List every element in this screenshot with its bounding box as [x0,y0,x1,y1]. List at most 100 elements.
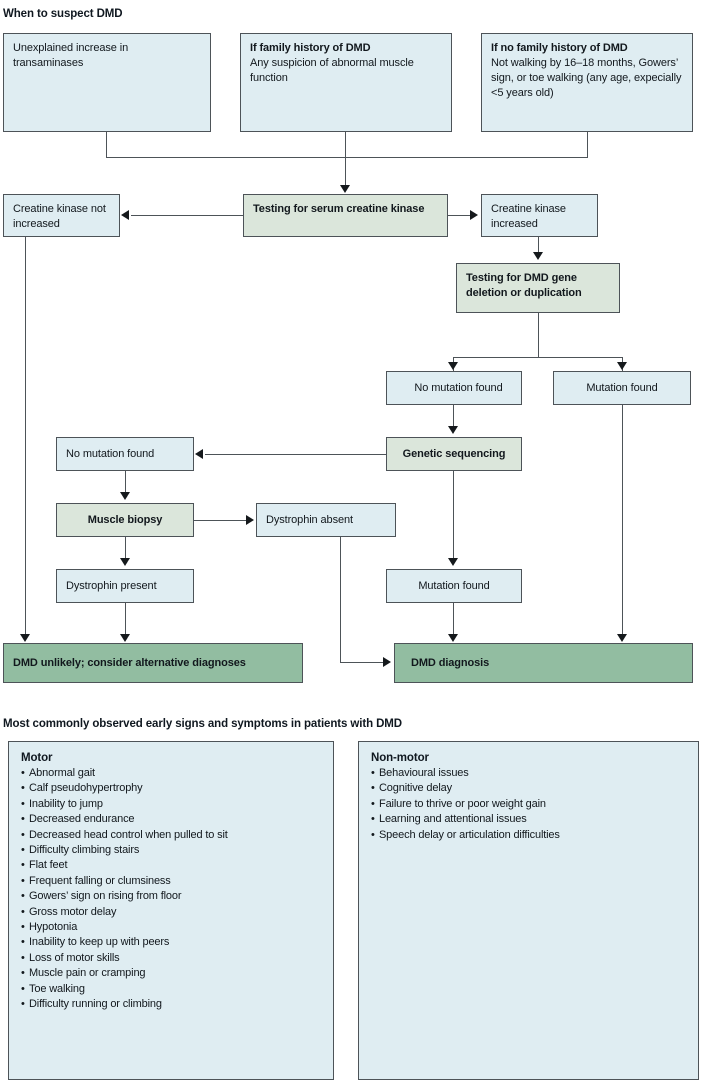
node-creatine-kinase-increased: Creatine kinase increased [481,194,598,237]
connector-biopsy-to-dystrophin-present [125,537,127,560]
connector-trigger1-stem [345,132,347,158]
arrow-into-gene-testing [533,252,543,260]
panel-heading-non-motor: Non-motor [371,752,429,764]
motor-symptom-list: Abnormal gaitCalf pseudohypertrophyInabi… [21,766,321,1013]
arrow-into-dmd-unlikely-center [120,634,130,642]
connector-not-increased-to-dmd-unlikely [25,237,27,637]
node-label: Creatine kinase not increased [13,203,106,230]
connector-ck-to-not-increased [131,215,243,217]
arrow-into-ck-increased [470,210,478,220]
node-dystrophin-present: Dystrophin present [56,569,194,603]
node-mutation-found-2: Mutation found [386,569,522,603]
node-label: Dystrophin absent [266,513,353,526]
connector-bus-to-ck-testing [345,157,347,188]
list-item: Flat feet [21,858,321,874]
arrow-into-ck-not-increased [121,210,129,220]
trigger-body-2: Not walking by 16–18 months, Gowers’ sig… [491,57,682,99]
arrow-into-mutation-found-2 [448,558,458,566]
node-no-mutation-found-1: No mutation found [386,371,522,405]
node-dystrophin-absent: Dystrophin absent [256,503,396,537]
arrow-into-no-mutation-found-1 [448,362,458,370]
connector-sequencing-to-mutation-found-2 [453,471,455,560]
node-muscle-biopsy: Muscle biopsy [56,503,194,537]
list-item: Gowers’ sign on rising from floor [21,889,321,905]
node-creatine-kinase-not-increased: Creatine kinase not increased [3,194,120,237]
list-item: Difficulty running or climbing [21,997,321,1013]
list-item: Difficulty climbing stairs [21,843,321,859]
node-testing-for-dmd-gene-deletion-or-duplication: Testing for DMD gene deletion or duplica… [456,263,620,313]
node-label: Genetic sequencing [402,447,506,460]
section-title-early-signs: Most commonly observed early signs and s… [3,718,402,730]
connector-biopsy-to-dystrophin-absent [194,520,246,522]
panel-non-motor-symptoms: Non-motor Behavioural issuesCognitive de… [358,741,699,1080]
list-item: Decreased endurance [21,812,321,828]
connector-gene-testing-bus [453,357,623,359]
arrow-into-dmd-diagnosis-left [383,657,391,667]
connector-gene-testing-stem [538,313,540,358]
connector-trigger-bus [106,157,588,159]
trigger-box-no-family-history: If no family history of DMD Not walking … [481,33,693,132]
non-motor-symptom-list: Behavioural issuesCognitive delayFailure… [371,766,686,843]
list-item: Gross motor delay [21,905,321,921]
list-item: Cognitive delay [371,781,686,797]
node-label: Creatine kinase increased [491,203,566,230]
arrow-into-dmd-diagnosis-center [448,634,458,642]
arrow-into-ck-testing [340,185,350,193]
trigger-bold-1: If family history of DMD [250,42,371,54]
node-label: Testing for DMD gene deletion or duplica… [466,272,582,299]
list-item: Decreased head control when pulled to si… [21,828,321,844]
panel-heading-motor: Motor [21,752,53,764]
node-mutation-found-1: Mutation found [553,371,691,405]
arrow-into-mutation-found-1 [617,362,627,370]
list-item: Inability to jump [21,797,321,813]
node-label: Mutation found [418,579,490,592]
list-item: Frequent falling or clumsiness [21,874,321,890]
connector-mutation-found-2-to-diagnosis [453,603,455,637]
list-item: Hypotonia [21,920,321,936]
node-label: Testing for serum creatine kinase [253,203,425,215]
arrow-into-no-mutation-found-2 [195,449,203,459]
arrow-into-dystrophin-absent [246,515,254,525]
list-item: Failure to thrive or poor weight gain [371,797,686,813]
arrow-into-genetic-sequencing [448,426,458,434]
list-item: Abnormal gait [21,766,321,782]
list-item: Speech delay or articulation difficultie… [371,828,686,844]
connector-trigger0-stem [106,132,108,158]
connector-dystrophin-absent-to-diagnosis [340,662,383,664]
trigger-body-0: Unexplained increase in transaminases [13,42,129,69]
connector-no-mutation-2-to-biopsy [125,471,127,494]
node-dmd-unlikely: DMD unlikely; consider alternative diagn… [3,643,303,683]
node-label: DMD diagnosis [411,656,490,669]
trigger-bold-2: If no family history of DMD [491,42,628,54]
list-item: Behavioural issues [371,766,686,782]
section-title-when-to-suspect: When to suspect DMD [3,8,123,20]
arrow-into-dmd-diagnosis-right [617,634,627,642]
panel-motor-symptoms: Motor Abnormal gaitCalf pseudohypertroph… [8,741,334,1080]
node-label: No mutation found [66,447,155,460]
connector-dystrophin-present-to-dmd-unlikely [125,603,127,637]
connector-trigger2-stem [587,132,589,158]
arrow-into-muscle-biopsy [120,492,130,500]
list-item: Muscle pain or cramping [21,966,321,982]
trigger-box-family-history: If family history of DMD Any suspicion o… [240,33,452,132]
node-label: Dystrophin present [66,579,157,592]
arrow-into-dystrophin-present [120,558,130,566]
connector-dystrophin-absent-stem [340,537,342,663]
node-label: Mutation found [586,381,658,394]
connector-increased-to-gene-testing [538,237,540,254]
node-genetic-sequencing: Genetic sequencing [386,437,522,471]
node-dmd-diagnosis: DMD diagnosis [394,643,693,683]
list-item: Loss of motor skills [21,951,321,967]
trigger-body-1: Any suspicion of abnormal muscle functio… [250,57,414,84]
list-item: Toe walking [21,982,321,998]
connector-mutation-found-1-to-diagnosis [622,405,624,637]
list-item: Inability to keep up with peers [21,935,321,951]
arrow-into-dmd-unlikely-left [20,634,30,642]
node-no-mutation-found-2: No mutation found [56,437,194,471]
connector-ck-to-increased [448,215,470,217]
node-testing-for-serum-creatine-kinase: Testing for serum creatine kinase [243,194,448,237]
trigger-box-unexplained-transaminases: Unexplained increase in transaminases [3,33,211,132]
node-label: DMD unlikely; consider alternative diagn… [13,656,246,669]
node-label: No mutation found [414,381,503,394]
